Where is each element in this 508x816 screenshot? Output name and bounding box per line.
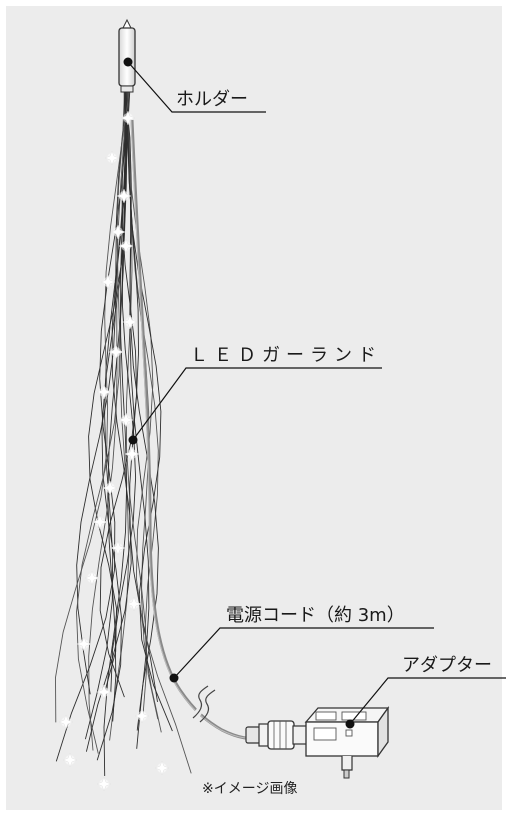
led-light	[118, 238, 134, 254]
power-cord-highlight	[130, 119, 265, 739]
led-light	[124, 446, 140, 462]
adapter-leader	[349, 677, 506, 725]
power-cord-label: 電源コード（約 3m）	[226, 605, 405, 626]
led-light	[102, 480, 118, 496]
led-light	[62, 752, 78, 768]
cord-connector	[245, 720, 308, 750]
led-light	[84, 570, 100, 586]
led-light	[110, 224, 126, 240]
led-light	[120, 110, 136, 126]
image-note: ※イメージ画像	[202, 781, 298, 797]
garland-wire	[127, 91, 192, 774]
led-light	[110, 540, 126, 556]
led-light	[122, 314, 138, 330]
holder-label: ホルダー	[176, 89, 248, 110]
holder-illustration	[118, 18, 136, 93]
led-light	[76, 636, 92, 652]
led-garland-leader	[132, 367, 382, 441]
led-light	[118, 412, 134, 428]
garland-wire	[124, 91, 159, 731]
led-garland-label: ＬＥＤガーランド	[190, 345, 382, 366]
garland-wire	[55, 91, 125, 723]
led-light	[100, 274, 116, 290]
garland-wire	[107, 91, 127, 722]
holder-leader	[127, 61, 266, 113]
led-light	[134, 708, 150, 724]
adapter-label: アダプター	[402, 655, 492, 676]
led-light	[108, 344, 124, 360]
led-light	[116, 188, 132, 204]
garland-wire	[126, 91, 173, 732]
cord-break-symbol	[190, 683, 216, 723]
led-light	[126, 596, 142, 612]
garland-wire	[55, 91, 126, 762]
garland-wire	[76, 91, 130, 754]
led-light	[154, 760, 170, 776]
led-light	[96, 384, 112, 400]
leader-dots	[123, 57, 355, 729]
power-cord-leader	[173, 627, 434, 679]
power-cord	[130, 119, 266, 741]
led-light	[92, 514, 108, 530]
adapter-illustration	[304, 705, 390, 779]
led-light	[96, 776, 112, 792]
led-lights	[58, 110, 170, 792]
led-light	[96, 684, 112, 700]
led-light	[58, 714, 74, 730]
leader-lines	[127, 61, 506, 725]
led-light	[104, 150, 120, 166]
